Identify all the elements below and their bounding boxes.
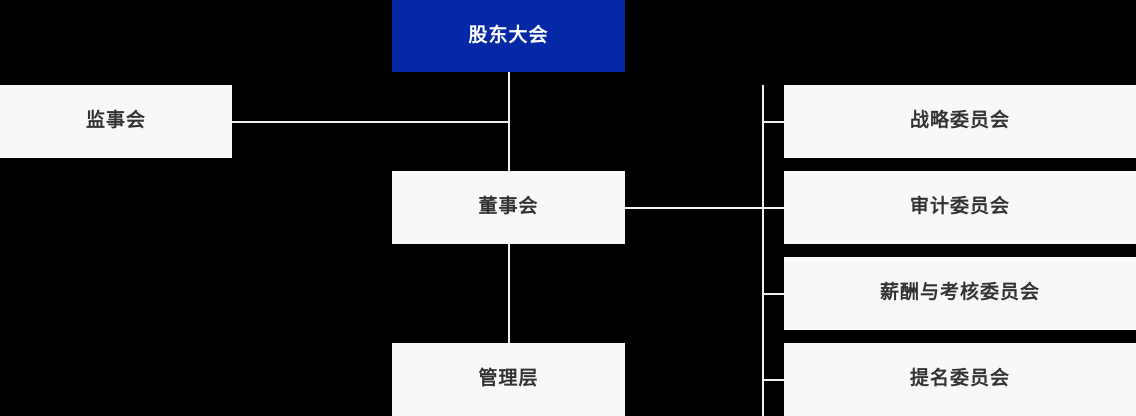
node-management[interactable]: 管理层 [392,343,625,416]
node-audit-committee[interactable]: 审计委员会 [784,171,1136,244]
connector-trunk-to-nomination [762,379,784,381]
node-board-of-directors[interactable]: 董事会 [392,171,625,244]
node-label-strategy-committee: 战略委员会 [909,110,1010,132]
node-label-audit-committee: 审计委员会 [909,196,1010,218]
connector-trunk-to-strategy [762,121,784,123]
node-board-of-supervisors[interactable]: 监事会 [0,85,232,158]
connector-trunk-to-audit [762,207,784,209]
node-label-board-of-directors: 董事会 [478,196,539,218]
connector-trunk-to-remuneration [762,293,784,295]
node-label-board-of-supervisors: 监事会 [85,110,146,132]
node-remuneration-appraisal-committee[interactable]: 薪酬与考核委员会 [784,257,1136,330]
node-label-remuneration-appraisal-committee: 薪酬与考核委员会 [879,282,1040,304]
connector-board-to-committee-trunk [625,207,764,209]
connector-board-to-management [508,243,510,343]
node-nomination-committee[interactable]: 提名委员会 [784,343,1136,416]
connector-committee-trunk [762,85,764,416]
connector-supervisors-horizontal [232,121,510,123]
node-strategy-committee[interactable]: 战略委员会 [784,85,1136,158]
node-label-management: 管理层 [478,368,539,390]
node-label-nomination-committee: 提名委员会 [909,368,1010,390]
node-shareholders-meeting[interactable]: 股东大会 [392,0,625,72]
node-label-shareholders-meeting: 股东大会 [468,24,549,46]
